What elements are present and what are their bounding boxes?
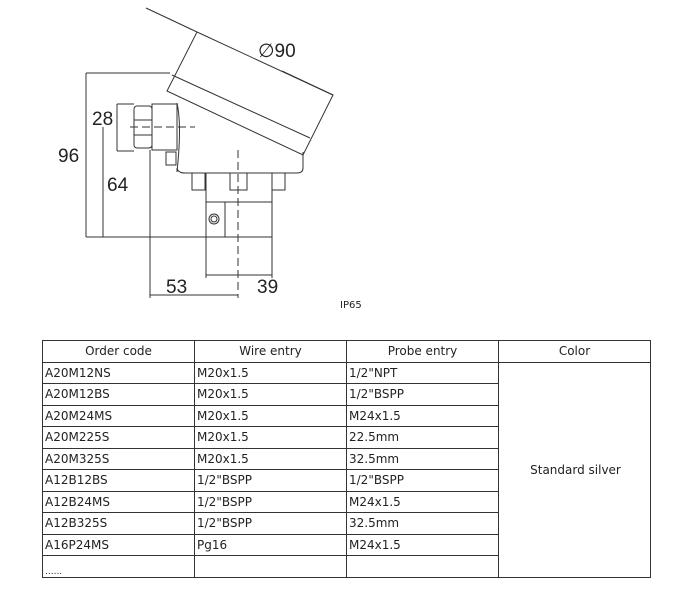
probe-entry-cell bbox=[346, 555, 499, 578]
terminal-head-drawing: ∅90 28 96 64 53 39 bbox=[58, 7, 334, 298]
table-header: Order code Wire entry Probe entry Color bbox=[42, 340, 651, 363]
wire-entry-cell: M20x1.5 bbox=[194, 447, 347, 470]
wire-entry-cell: M20x1.5 bbox=[194, 383, 347, 406]
order-code-cell: A12B24MS bbox=[42, 490, 195, 513]
order-code-cell: A20M24MS bbox=[42, 404, 195, 427]
probe-entry-cell: 1/2"BSPP bbox=[346, 469, 499, 492]
foot-left bbox=[191, 172, 206, 191]
order-code-cell: A16P24MS bbox=[42, 533, 195, 556]
wire-entry-cell: M20x1.5 bbox=[194, 404, 347, 427]
wire-entry-cell: M20x1.5 bbox=[194, 361, 347, 384]
order-code-cell: A20M325S bbox=[42, 447, 195, 470]
foot-right bbox=[271, 172, 286, 191]
probe-entry-cell: M24x1.5 bbox=[346, 533, 499, 556]
lid-edge bbox=[171, 74, 311, 139]
stem bbox=[205, 172, 273, 238]
ip-rating: IP65 bbox=[340, 300, 362, 311]
wire-entry-cell: 1/2"BSPP bbox=[194, 469, 347, 492]
housing-body bbox=[176, 102, 304, 174]
probe-entry-cell: M24x1.5 bbox=[346, 490, 499, 513]
dim-width-stem: 39 bbox=[257, 277, 278, 298]
dim-width-left: 53 bbox=[166, 277, 187, 298]
probe-entry-cell: 1/2"BSPP bbox=[346, 383, 499, 406]
probe-entry-cell: 32.5mm bbox=[346, 512, 499, 535]
header-probe-entry: Probe entry bbox=[346, 340, 499, 363]
order-code-cell: A12B325S bbox=[42, 512, 195, 535]
probe-entry-cell: 22.5mm bbox=[346, 426, 499, 449]
order-code-cell: A12B12BS bbox=[42, 469, 195, 492]
probe-entry-cell: 32.5mm bbox=[346, 447, 499, 470]
dim-gland: 28 bbox=[92, 109, 113, 130]
order-code-cell: A20M12NS bbox=[42, 361, 195, 384]
header-wire-entry: Wire entry bbox=[194, 340, 347, 363]
probe-entry-cell: M24x1.5 bbox=[346, 404, 499, 427]
order-code-cell: A20M12BS bbox=[42, 383, 195, 406]
ground-tab bbox=[165, 151, 177, 166]
order-code-cell: A20M225S bbox=[42, 426, 195, 449]
dim-height-axis: 64 bbox=[107, 175, 129, 196]
wire-entry-cell: 1/2"BSPP bbox=[194, 490, 347, 513]
header-color: Color bbox=[498, 340, 651, 363]
probe-entry-cell: 1/2"NPT bbox=[346, 361, 499, 384]
order-code-cell: ...... bbox=[42, 555, 195, 578]
dim-height-total: 96 bbox=[58, 146, 79, 167]
dim-lid-diameter: ∅90 bbox=[258, 41, 296, 62]
wire-entry-cell: M20x1.5 bbox=[194, 426, 347, 449]
wire-entry-cell: 1/2"BSPP bbox=[194, 512, 347, 535]
wire-entry-cell bbox=[194, 555, 347, 578]
table-row: ...... bbox=[42, 555, 651, 578]
color-cell: Standard silver bbox=[498, 361, 651, 578]
order-table: Order code Wire entry Probe entry Color … bbox=[42, 340, 651, 578]
lid bbox=[166, 31, 334, 156]
header-order-code: Order code bbox=[42, 340, 195, 363]
wire-entry-cell: Pg16 bbox=[194, 533, 347, 556]
